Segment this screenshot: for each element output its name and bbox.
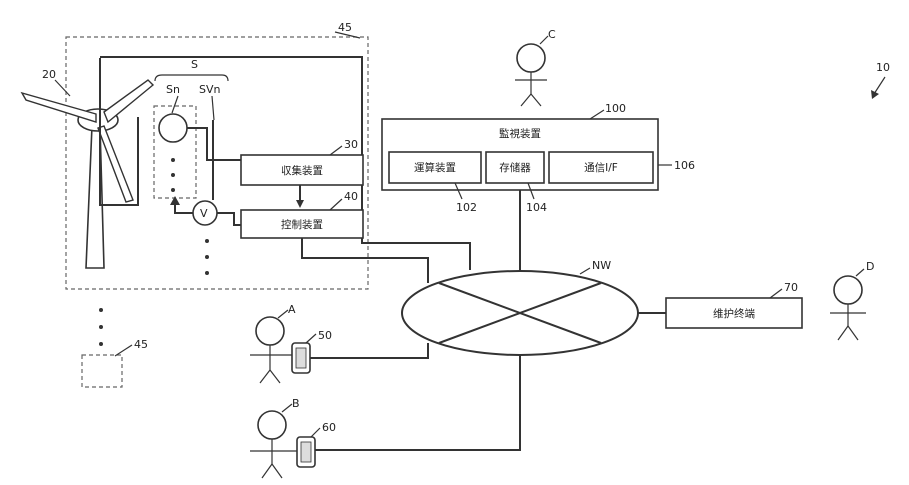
monitor-label: 監視装置 [499, 127, 541, 140]
leader-50 [306, 334, 316, 343]
wind-turbine-icon [22, 80, 153, 268]
ref-30: 30 [344, 138, 358, 151]
sensor-label: Sn [166, 83, 180, 96]
leader-10 [874, 77, 885, 94]
device-50-to-network-line [310, 343, 428, 358]
sensor-group-label: S [191, 58, 198, 71]
ref-20: 20 [42, 68, 56, 81]
arrow-10-icon [871, 90, 879, 99]
valve-to-controller-line [217, 213, 241, 225]
leader-70 [770, 289, 782, 298]
ref-45-bottom: 45 [134, 338, 148, 351]
person-c-icon [515, 44, 547, 106]
site-region-45-small [82, 355, 122, 387]
leader-60 [311, 428, 320, 437]
controller-to-network-line [302, 238, 428, 283]
smartphone-50-icon [292, 343, 310, 373]
compute-label: 運算装置 [414, 161, 456, 174]
controller-label: 控制装置 [281, 218, 323, 231]
sensor-valve-label: SVn [199, 83, 221, 96]
person-a-label: A [288, 303, 296, 316]
leader-d [856, 269, 864, 276]
ref-70: 70 [784, 281, 798, 294]
ref-60: 60 [322, 421, 336, 434]
ref-104: 104 [526, 201, 547, 214]
person-d-label: D [866, 260, 874, 273]
sensor-group-brace [155, 75, 228, 81]
network-cloud-icon [402, 271, 638, 355]
leader-30 [330, 146, 342, 155]
arrow-up-icon [170, 196, 180, 205]
person-b-icon [250, 411, 300, 478]
valve-symbol: V [200, 207, 208, 220]
leader-c [540, 36, 548, 44]
leader-20 [55, 80, 70, 96]
person-c-label: C [548, 28, 556, 41]
leader-svn [212, 96, 214, 120]
more-sites-dots [99, 308, 103, 346]
person-d-icon [830, 276, 866, 340]
person-b-label: B [292, 397, 300, 410]
ref-10: 10 [876, 61, 890, 74]
storage-label: 存储器 [499, 161, 531, 174]
comm-label: 通信I/F [584, 162, 618, 174]
ref-40: 40 [344, 190, 358, 203]
leader-sn [172, 96, 178, 113]
smartphone-60-icon [297, 437, 315, 467]
ref-102: 102 [456, 201, 477, 214]
ref-50: 50 [318, 329, 332, 342]
sensor-icon [159, 114, 187, 142]
ref-100: 100 [605, 102, 626, 115]
leader-b [282, 404, 292, 412]
leader-100 [590, 110, 604, 119]
ref-45-top: 45 [338, 21, 352, 34]
leader-a [278, 310, 288, 318]
ref-106: 106 [674, 159, 695, 172]
maintenance-label: 维护终端 [713, 307, 755, 320]
device-60-to-network-line [315, 355, 520, 450]
sensor-dots [171, 158, 175, 192]
leader-nw [580, 268, 590, 274]
valve-dots [205, 239, 209, 275]
arrow-down-icon [296, 200, 304, 208]
network-label: NW [592, 259, 611, 272]
collector-label: 収集装置 [281, 164, 323, 177]
leader-40 [330, 199, 342, 210]
leader-45-bottom [115, 345, 132, 356]
